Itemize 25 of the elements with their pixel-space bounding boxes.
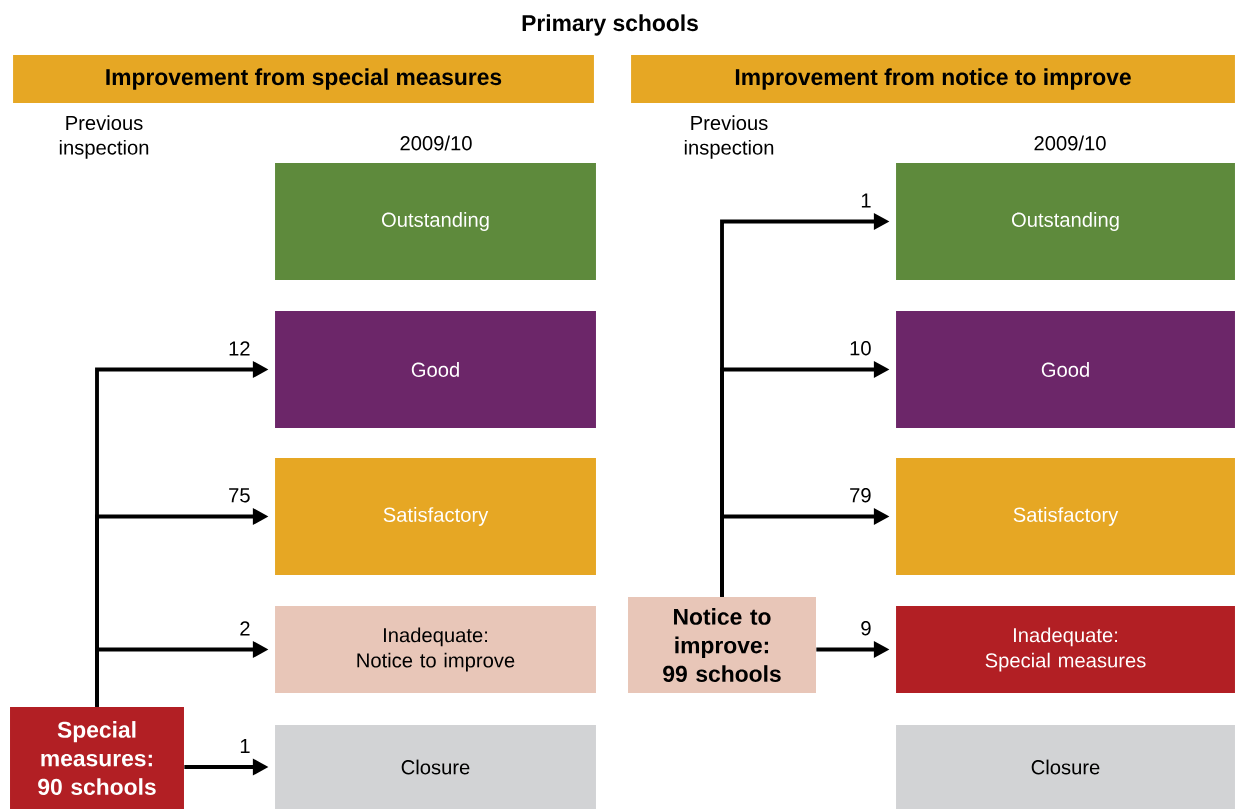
rating-box: Closure bbox=[896, 725, 1235, 809]
edge-label: 75 bbox=[226, 486, 253, 505]
source-box: Notice to improve: 99 schools bbox=[628, 597, 816, 693]
rating-box: Good bbox=[275, 311, 596, 428]
edge-label: 1 bbox=[237, 737, 253, 755]
edge-label: 10 bbox=[847, 339, 874, 358]
header-band: Improvement from notice to improve bbox=[631, 55, 1235, 103]
edge-label: 12 bbox=[226, 339, 253, 358]
rating-box: Good bbox=[896, 311, 1235, 428]
rating-box: Inadequate: Notice to improve bbox=[275, 606, 596, 693]
source-box: Special measures: 90 schools bbox=[10, 707, 184, 809]
title: Primary schools bbox=[522, 14, 698, 36]
rating-box: Outstanding bbox=[896, 163, 1235, 280]
rating-box: Closure bbox=[275, 725, 596, 809]
rating-box: Inadequate: Special measures bbox=[896, 606, 1235, 693]
rating-box: Satisfactory bbox=[275, 458, 596, 575]
header-band: Improvement from special measures bbox=[13, 55, 594, 103]
column-label: 2009/10 bbox=[400, 135, 472, 151]
edge-label: 9 bbox=[858, 619, 874, 638]
edge-label: 1 bbox=[858, 191, 874, 210]
column-label: 2009/10 bbox=[1034, 135, 1106, 151]
rating-box: Outstanding bbox=[275, 163, 596, 280]
edge-label: 2 bbox=[237, 619, 253, 638]
rating-box: Satisfactory bbox=[896, 458, 1235, 575]
edge-label: 79 bbox=[847, 486, 874, 505]
